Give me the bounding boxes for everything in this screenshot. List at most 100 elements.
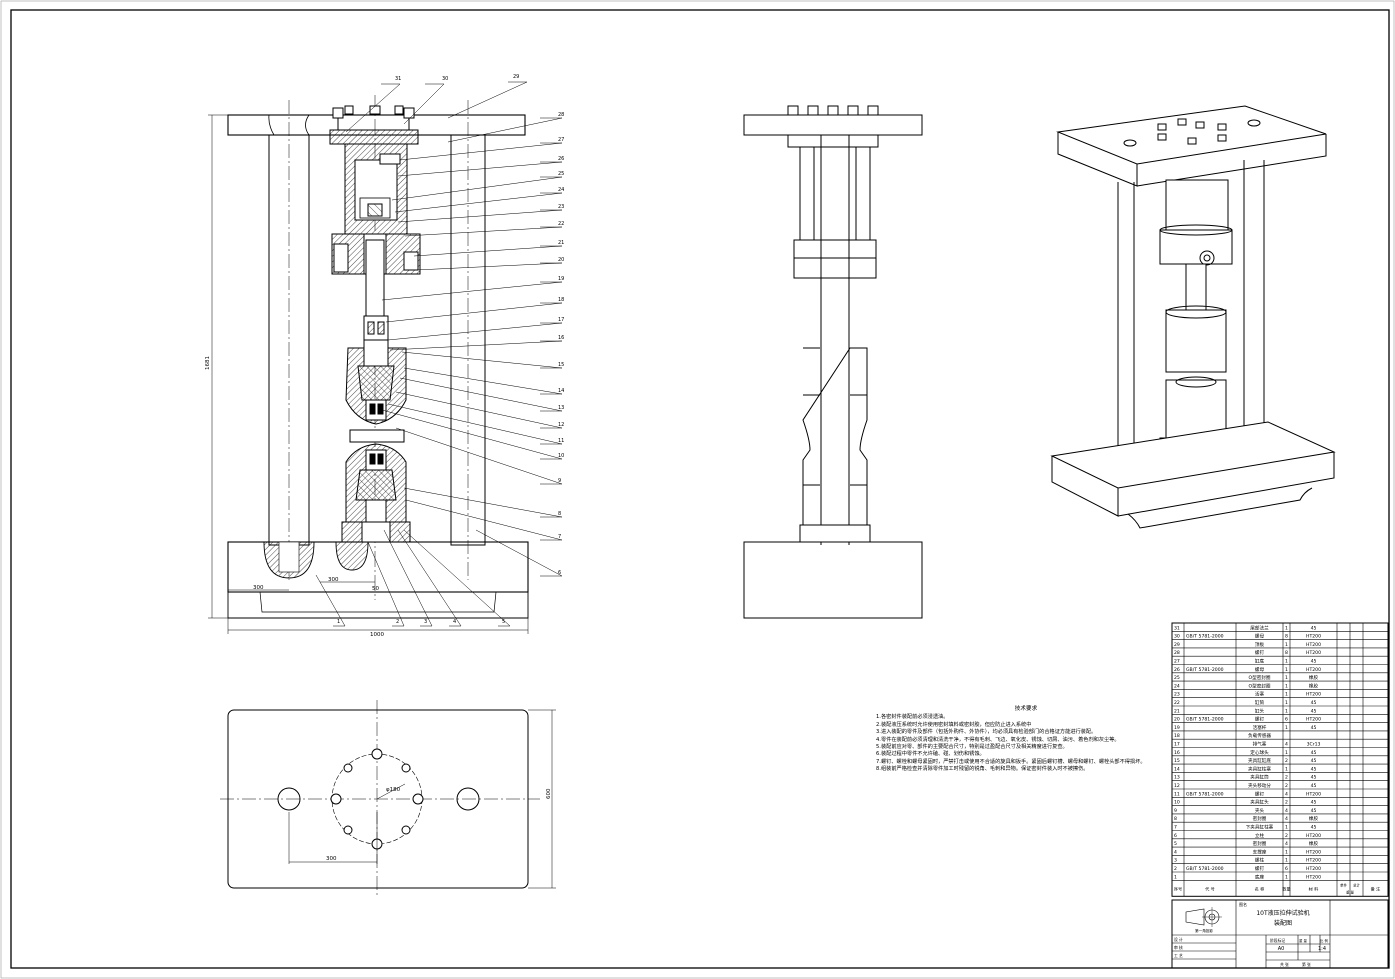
balloon-16: 16 (558, 335, 564, 341)
part-material: 45 (1311, 783, 1317, 789)
header-code: 代 号 (1205, 885, 1215, 892)
weight-label: 重 量 (1299, 938, 1307, 943)
part-material: 橡胶 (1309, 674, 1319, 681)
part-no: 26 (1174, 667, 1180, 673)
company-mark: 图名 (1239, 901, 1247, 907)
drawing-title-1: 10T液压拉伸试验机 (1256, 909, 1309, 917)
part-qty: 2 (1285, 775, 1288, 781)
part-no: 27 (1174, 659, 1180, 665)
part-no: 17 (1174, 742, 1180, 748)
balloon-13: 13 (558, 405, 564, 411)
sheet-scale: 1:4 (1318, 946, 1326, 952)
part-no: 15 (1174, 758, 1180, 764)
dim-left-300: 300 (253, 585, 264, 591)
part-name: 密封圈 (1253, 840, 1267, 847)
part-qty: 1 (1285, 692, 1288, 698)
part-name: 螺母 (1255, 633, 1265, 640)
dim-center-300: 300 (328, 577, 339, 583)
front-view-dimensions (208, 114, 529, 634)
part-qty: 1 (1285, 766, 1288, 772)
tech-req-line-4: 4.零件在装配前必须清理和清洗干净，不得有毛刺、飞边、氧化皮、锈蚀、切屑、油污、… (876, 736, 1120, 743)
sign-process: 工 艺 (1174, 953, 1183, 958)
projection-symbol (1185, 907, 1222, 927)
header-name: 名 称 (1255, 885, 1265, 892)
technical-requirements: 技术要求 1.各密封件装配前必须浸透油。 2.装配液压系统时允许使用密封填料或密… (876, 706, 1166, 774)
header-note: 备 注 (1371, 885, 1382, 892)
part-material: 45 (1311, 825, 1317, 831)
part-material: HT200 (1306, 849, 1321, 855)
balloon-6: 6 (558, 570, 561, 576)
part-no: 11 (1174, 791, 1180, 797)
part-no: 7 (1174, 825, 1177, 831)
part-no: 5 (1174, 841, 1177, 847)
part-qty: 4 (1285, 841, 1288, 847)
balloon-23: 23 (558, 204, 564, 210)
part-material: 45 (1311, 800, 1317, 806)
balloon-17: 17 (558, 317, 564, 323)
balloon-5: 5 (502, 619, 505, 625)
part-no: 20 (1174, 717, 1180, 723)
part-no: 22 (1174, 700, 1180, 706)
part-name: 螺钉 (1255, 865, 1265, 872)
part-no: 30 (1174, 634, 1180, 640)
sign-check: 审 核 (1174, 945, 1183, 950)
balloon-15: 15 (558, 362, 564, 368)
part-no: 8 (1174, 816, 1177, 822)
part-no: 13 (1174, 775, 1180, 781)
side-view (743, 105, 923, 619)
part-material: 45 (1311, 700, 1317, 706)
header-unit-weight: 单件 (1340, 882, 1347, 887)
part-name: 夹头 (1255, 807, 1265, 814)
header-seq: 序号 (1174, 885, 1182, 892)
part-material: 45 (1311, 808, 1317, 814)
part-material: 45 (1311, 766, 1317, 772)
balloon-8: 8 (558, 511, 561, 517)
part-qty: 2 (1285, 758, 1288, 764)
part-name: 密封圈 (1253, 815, 1267, 822)
balloon-2: 2 (396, 619, 399, 625)
balloon-18: 18 (558, 297, 564, 303)
part-material: HT200 (1306, 791, 1321, 797)
part-name: 排气塞 (1253, 741, 1267, 748)
balloon-9: 9 (558, 478, 561, 484)
part-name: 缸筒 (1255, 699, 1265, 706)
part-code: GB/T 5781-2000 (1186, 634, 1224, 640)
part-name: 螺钉 (1255, 790, 1265, 797)
balloon-21: 21 (558, 240, 564, 246)
part-code: GB/T 5781-2000 (1186, 791, 1224, 797)
part-material: HT200 (1306, 692, 1321, 698)
balloon-4: 4 (453, 619, 456, 625)
balloon-7: 7 (558, 534, 561, 540)
top-view (220, 700, 556, 898)
balloon-3: 3 (424, 619, 427, 625)
part-name: 支撑座 (1253, 848, 1267, 855)
part-material: 橡胶 (1309, 682, 1319, 689)
part-name: 立柱 (1255, 832, 1265, 839)
part-no: 9 (1174, 808, 1177, 814)
leader-lines (315, 81, 563, 627)
part-qty: 1 (1285, 858, 1288, 864)
part-name: 活塞杆 (1253, 724, 1267, 731)
part-no: 18 (1174, 733, 1180, 739)
part-material: 3Cr13 (1307, 742, 1321, 748)
part-name: 顶板 (1255, 641, 1265, 648)
part-material: 橡胶 (1309, 840, 1319, 847)
title-block (1171, 899, 1389, 969)
part-material: HT200 (1306, 717, 1321, 723)
header-material: 材 料 (1309, 885, 1320, 892)
part-no: 12 (1174, 783, 1180, 789)
part-name: O型密封圈 (1249, 682, 1271, 689)
dim-circle-180: φ180 (386, 787, 401, 793)
part-material: 45 (1311, 659, 1317, 665)
